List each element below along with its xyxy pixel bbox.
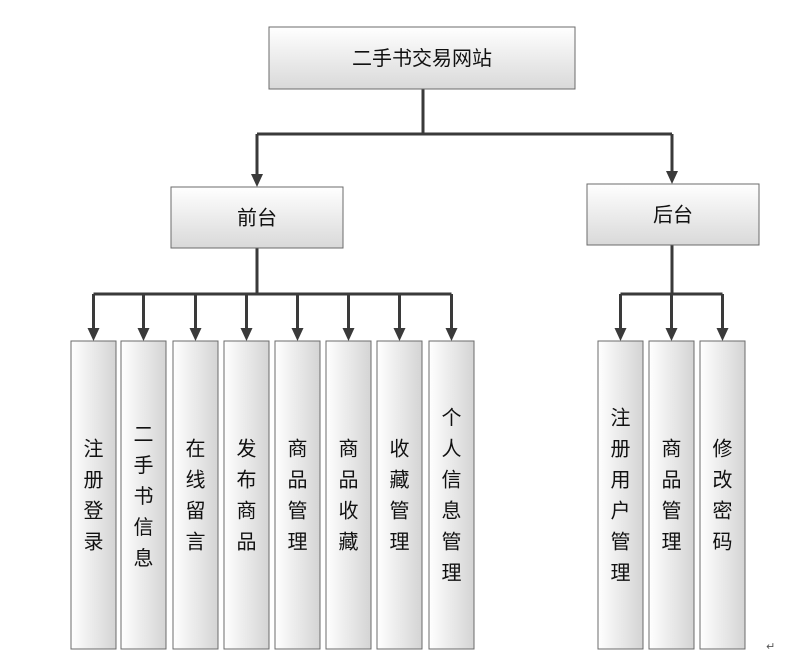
leaf-1-2-arrowhead xyxy=(716,328,729,341)
leaf-1-0-arrowhead xyxy=(614,328,627,341)
leaf-node-0-5: 商品收藏 xyxy=(325,340,372,650)
leaf-node-0-6: 收藏管理 xyxy=(376,340,423,650)
paragraph-mark: ↵ xyxy=(766,640,776,653)
branch-1-node-label: 后台 xyxy=(653,203,693,227)
leaf-node-1-1-label: 商品管理 xyxy=(662,437,682,554)
leaf-node-0-0-shape xyxy=(70,340,117,650)
branch-0-node: 前台 xyxy=(170,186,344,249)
leaf-node-0-3-shape xyxy=(223,340,270,650)
connector-lines xyxy=(87,89,729,341)
leaf-node-1-2: 修改密码 xyxy=(699,340,746,650)
leaf-0-4-arrowhead xyxy=(291,328,304,341)
leaf-node-1-2-label: 修改密码 xyxy=(713,437,733,554)
leaf-node-1-1: 商品管理 xyxy=(648,340,695,650)
root-node-label: 二手书交易网站 xyxy=(352,46,492,70)
branch-0-node-shape xyxy=(170,186,344,249)
leaf-node-0-1: 二手书信息 xyxy=(120,340,167,650)
leaf-1-1-arrowhead xyxy=(665,328,678,341)
leaf-node-1-1-shape xyxy=(648,340,695,650)
leaf-node-0-2: 在线留言 xyxy=(172,340,219,650)
leaf-node-0-7: 个人信息管理 xyxy=(428,340,475,650)
leaf-node-1-0-shape xyxy=(597,340,644,650)
leaf-node-0-4-label: 商品管理 xyxy=(288,437,308,554)
leaf-node-0-4-shape xyxy=(274,340,321,650)
leaf-node-0-3: 发布商品 xyxy=(223,340,270,650)
leaf-node-0-1-shape xyxy=(120,340,167,650)
branch-1-node-shape xyxy=(586,183,760,246)
leaf-node-0-6-label: 收藏管理 xyxy=(390,437,410,554)
root-node: 二手书交易网站 xyxy=(268,26,576,90)
leaf-0-0-arrowhead xyxy=(87,328,100,341)
leaf-node-1-2-shape xyxy=(699,340,746,650)
leaf-0-5-arrowhead xyxy=(342,328,355,341)
leaf-node-0-7-label: 个人信息管理 xyxy=(442,406,462,585)
leaf-node-0-1-label: 二手书信息 xyxy=(134,422,154,570)
leaf-node-0-2-label: 在线留言 xyxy=(186,437,206,554)
leaf-node-0-5-shape xyxy=(325,340,372,650)
leaf-0-6-arrowhead xyxy=(393,328,406,341)
leaf-node-0-0-label: 注册登录 xyxy=(84,437,104,554)
leaf-0-2-arrowhead xyxy=(189,328,202,341)
leaf-node-0-3-label: 发布商品 xyxy=(237,437,257,554)
leaf-node-0-7-shape xyxy=(428,340,475,650)
leaf-node-0-4: 商品管理 xyxy=(274,340,321,650)
leaf-0-3-arrowhead xyxy=(240,328,253,341)
leaf-node-1-0: 注册用户管理 xyxy=(597,340,644,650)
leaf-node-1-0-label: 注册用户管理 xyxy=(611,406,631,585)
leaf-0-7-arrowhead xyxy=(445,328,458,341)
leaf-node-0-6-shape xyxy=(376,340,423,650)
leaf-node-0-2-shape xyxy=(172,340,219,650)
branch-0-arrowhead xyxy=(251,174,263,187)
leaf-node-0-5-label: 商品收藏 xyxy=(339,437,359,554)
branch-1-node: 后台 xyxy=(586,183,760,246)
branch-1-arrowhead xyxy=(666,171,678,184)
leaf-node-0-0: 注册登录 xyxy=(70,340,117,650)
leaf-0-1-arrowhead xyxy=(137,328,150,341)
root-node-shape xyxy=(268,26,576,90)
branch-0-node-label: 前台 xyxy=(237,206,277,230)
